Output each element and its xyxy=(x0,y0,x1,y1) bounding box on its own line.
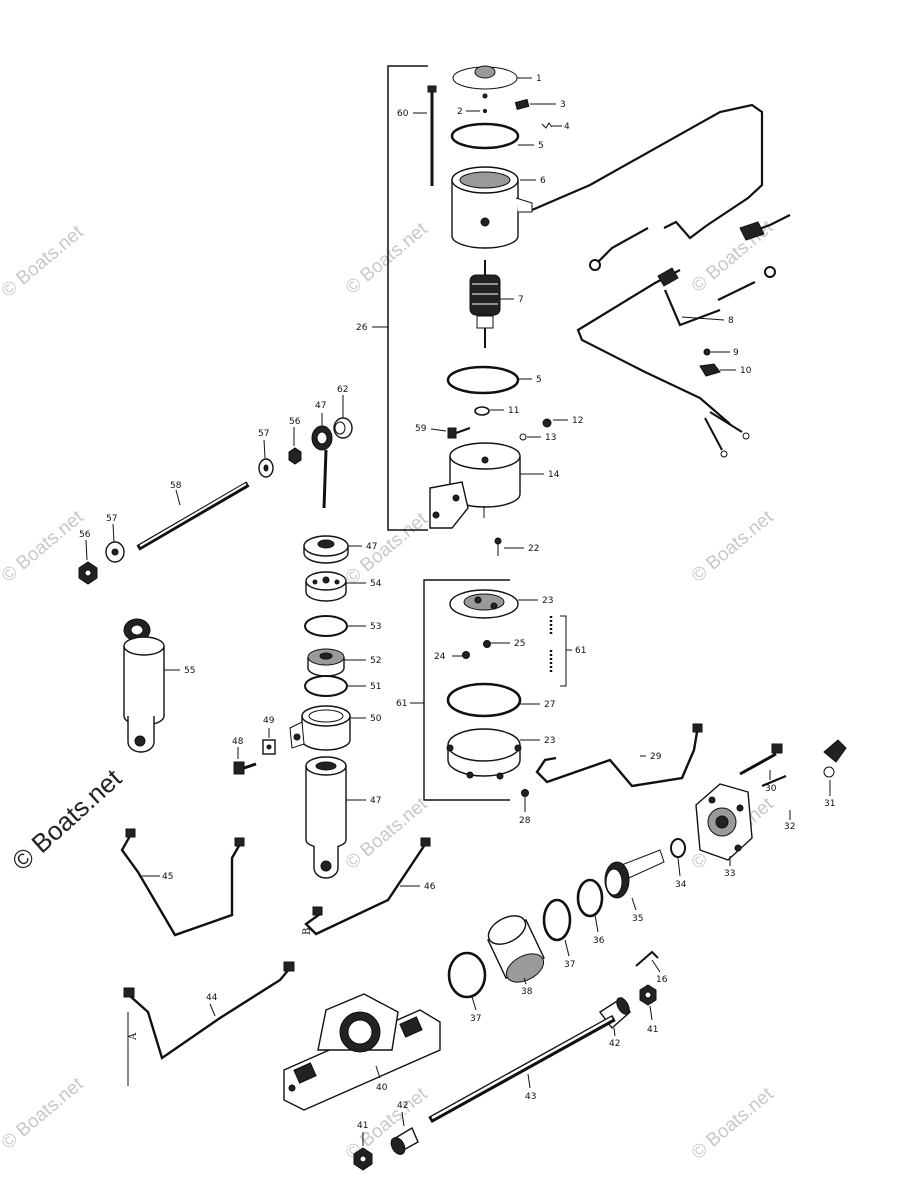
label-6: 6 xyxy=(540,176,546,186)
label-16: 16 xyxy=(656,975,668,985)
label-9: 9 xyxy=(733,348,739,358)
label-47-cap: 47 xyxy=(366,542,377,552)
shaft-43: 43 xyxy=(428,1014,616,1124)
label-40: 40 xyxy=(376,1083,388,1093)
wiring-harness: 8 9 10 xyxy=(531,103,791,458)
right-parts: 30 31 32 33 34 35 36 37 xyxy=(447,739,847,1049)
label-7: 7 xyxy=(518,295,524,305)
tubes: 45 46 B 44 A xyxy=(120,828,436,1086)
label-37-left: 37 xyxy=(470,1014,481,1024)
label-43: 43 xyxy=(525,1092,536,1102)
through-bolt: 60 xyxy=(397,85,437,186)
label-12: 12 xyxy=(572,416,583,426)
label-47-cylinder: 47 xyxy=(370,796,381,806)
watermark: © Boats.net xyxy=(342,793,432,874)
label-57-lower: 57 xyxy=(106,514,117,524)
label-4: 4 xyxy=(564,122,570,132)
label-13: 13 xyxy=(545,433,556,443)
label-23-top: 23 xyxy=(542,596,553,606)
label-61-left: 61 xyxy=(396,699,407,709)
pump-housing: 14 xyxy=(429,442,560,529)
label-10: 10 xyxy=(740,366,752,376)
watermark: © Boats.net xyxy=(0,1073,88,1154)
watermark: © Boats.net xyxy=(688,1083,778,1164)
motor-housing: 6 xyxy=(451,166,546,249)
watermark: © Boats.net xyxy=(0,506,88,587)
label-25: 25 xyxy=(514,639,525,649)
label-31: 31 xyxy=(824,799,835,809)
label-62: 62 xyxy=(337,385,348,395)
label-55: 55 xyxy=(184,666,195,676)
bracket-61: 61 23 24 25 61 27 23 2 xyxy=(396,579,586,826)
label-8: 8 xyxy=(728,316,734,326)
label-35: 35 xyxy=(632,914,643,924)
watermark: © Boats.net xyxy=(688,506,778,587)
watermark: © Boats.net xyxy=(342,1083,432,1164)
label-22: 22 xyxy=(528,544,539,554)
label-46: 46 xyxy=(424,882,436,892)
label-14: 14 xyxy=(548,470,560,480)
watermark: © Boats.net xyxy=(342,218,432,299)
label-3: 3 xyxy=(560,100,566,110)
label-23-lower: 23 xyxy=(544,736,555,746)
label-38: 38 xyxy=(521,987,533,997)
label-42-bottom: 42 xyxy=(397,1101,408,1111)
label-49: 49 xyxy=(263,716,275,726)
label-48: 48 xyxy=(232,737,244,747)
label-26: 26 xyxy=(356,323,368,333)
label-56-lower: 56 xyxy=(79,530,91,540)
label-33: 33 xyxy=(724,869,735,879)
label-24: 24 xyxy=(434,652,446,662)
label-58: 58 xyxy=(170,481,182,491)
label-57-top: 57 xyxy=(258,429,269,439)
label-37-right: 37 xyxy=(564,960,575,970)
screw-22: 22 xyxy=(494,537,539,556)
label-50: 50 xyxy=(370,714,382,724)
label-5-top: 5 xyxy=(538,141,544,151)
label-56-top: 56 xyxy=(289,417,301,427)
label-A: A xyxy=(128,1032,139,1041)
end-cap: 1 xyxy=(452,65,542,99)
label-51: 51 xyxy=(370,682,381,692)
pivot-block: 40 xyxy=(283,993,441,1111)
armature: 7 xyxy=(469,260,524,348)
label-28: 28 xyxy=(519,816,531,826)
label-41-bottom: 41 xyxy=(357,1121,368,1131)
watermark-dark: © Boats.net xyxy=(6,762,128,876)
label-36: 36 xyxy=(593,936,605,946)
label-B: B xyxy=(302,928,313,935)
label-52: 52 xyxy=(370,656,381,666)
label-5-lower: 5 xyxy=(536,375,542,385)
label-42-right: 42 xyxy=(609,1039,620,1049)
tube-29: 29 xyxy=(535,723,703,788)
label-32: 32 xyxy=(784,822,795,832)
label-59: 59 xyxy=(415,424,427,434)
label-60: 60 xyxy=(397,109,409,119)
label-34: 34 xyxy=(675,880,687,890)
bracket-26: 26 xyxy=(356,65,428,531)
label-61-right: 61 xyxy=(575,646,586,656)
label-1: 1 xyxy=(536,74,542,84)
label-29: 29 xyxy=(650,752,662,762)
shock-absorber: 55 xyxy=(123,618,195,753)
label-30: 30 xyxy=(765,784,777,794)
label-47-top: 47 xyxy=(315,401,326,411)
label-54: 54 xyxy=(370,579,382,589)
watermark: © Boats.net xyxy=(0,221,88,302)
bottom-fasteners: 42 41 xyxy=(353,1101,419,1171)
center-column: 62 47 56 57 58 57 56 47 xyxy=(78,385,382,879)
label-53: 53 xyxy=(370,622,381,632)
label-44: 44 xyxy=(206,993,218,1003)
label-27: 27 xyxy=(544,700,555,710)
watermark: © Boats.net xyxy=(342,508,432,589)
label-11: 11 xyxy=(508,406,519,416)
label-2: 2 xyxy=(457,107,463,117)
label-45: 45 xyxy=(162,872,173,882)
label-41-right: 41 xyxy=(647,1025,658,1035)
motor-assembly: 1 2 3 4 5 6 xyxy=(397,65,583,529)
